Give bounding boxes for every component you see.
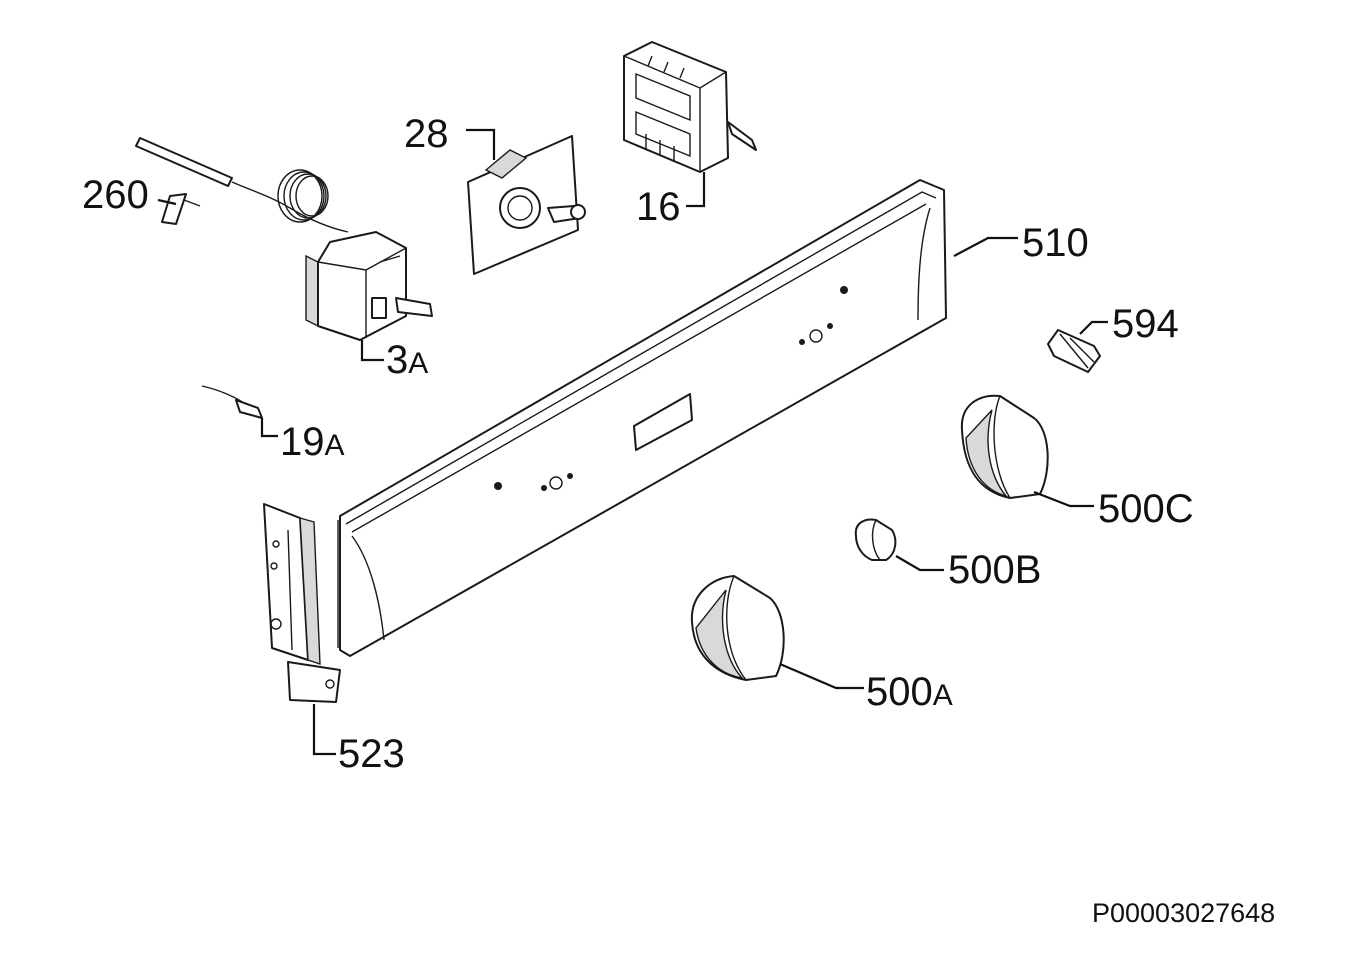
thermostat-body-part <box>305 231 433 341</box>
label-28: 28 <box>404 112 449 156</box>
label-3a: 3A <box>386 338 428 382</box>
selector-switch-part <box>623 41 757 173</box>
spring-shaft-part <box>1047 329 1101 373</box>
knob-500b-part <box>854 518 897 561</box>
document-code: P00003027648 <box>1092 898 1276 928</box>
knob-500a-part <box>690 575 785 681</box>
label-500a: 500A <box>866 670 953 714</box>
label-510: 510 <box>1022 221 1089 265</box>
leader-lines <box>157 128 1108 756</box>
label-16: 16 <box>636 185 681 229</box>
lamp-wire-part <box>201 385 263 419</box>
label-500b: 500B <box>948 548 1041 592</box>
switch-plate-part <box>467 135 586 275</box>
knob-500c-part <box>960 394 1049 499</box>
label-523: 523 <box>338 732 405 776</box>
callout-labels: 260 28 16 510 594 3A 19A 500C 500B 500A … <box>82 112 1194 776</box>
label-19a: 19A <box>280 420 345 464</box>
label-260: 260 <box>82 173 149 217</box>
label-500c: 500C <box>1098 487 1194 531</box>
side-bracket-part <box>263 503 341 703</box>
label-594: 594 <box>1112 302 1179 346</box>
control-panel-fascia-part <box>337 179 947 657</box>
thermostat-sensor-part <box>135 137 349 233</box>
